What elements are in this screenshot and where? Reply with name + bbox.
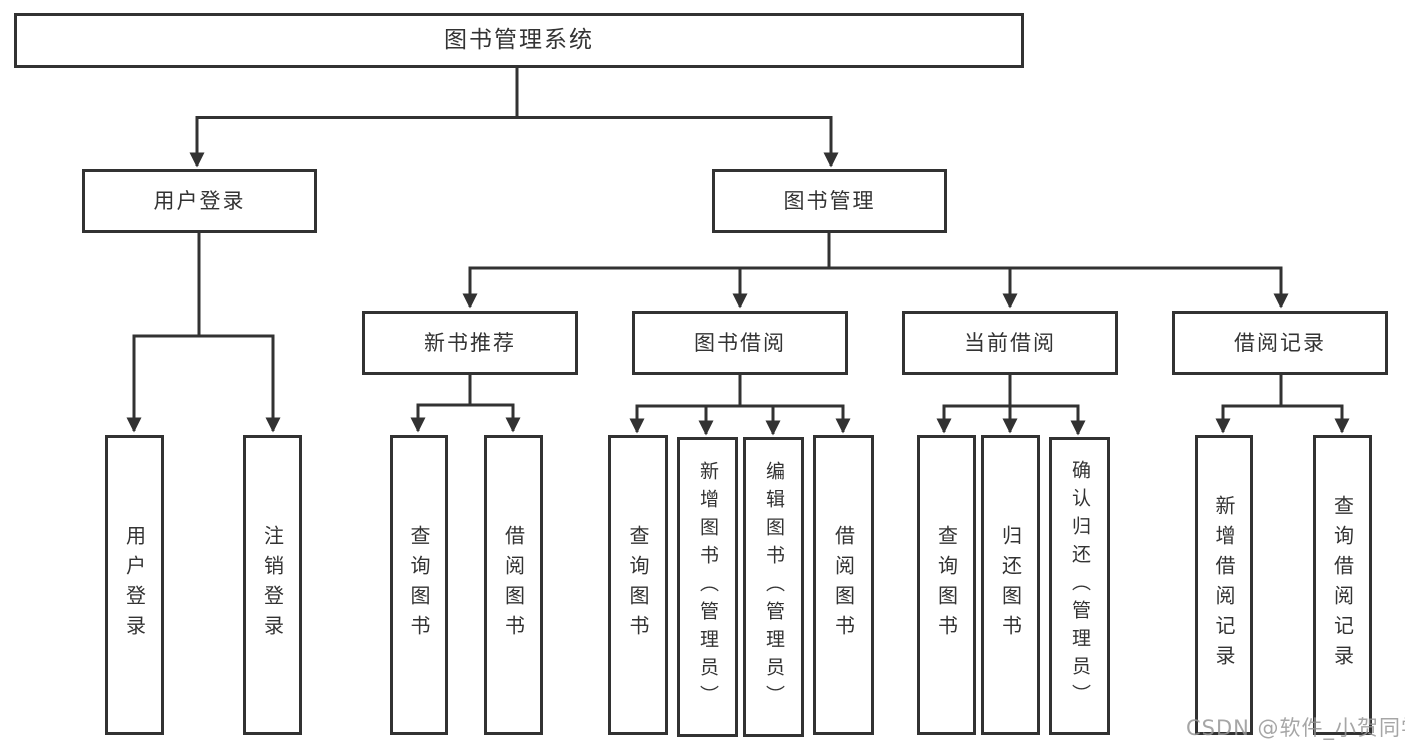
node-label: 借阅图书 bbox=[501, 525, 526, 645]
node-label: 借阅记录 bbox=[1234, 330, 1326, 355]
node-book-management: 图书管理 bbox=[712, 169, 947, 233]
node-label: 新增借阅记录 bbox=[1212, 495, 1236, 675]
leaf-borrow-books-1: 借阅图书 bbox=[484, 435, 543, 735]
node-label: 当前借阅 bbox=[964, 330, 1056, 355]
node-label: 查询图书 bbox=[934, 525, 959, 645]
node-new-book-recommend: 新书推荐 bbox=[362, 311, 578, 375]
leaf-query-books-2: 查询图书 bbox=[608, 435, 668, 735]
leaf-edit-books-admin: 编辑图书（管理员） bbox=[743, 437, 804, 737]
node-label: 查询图书 bbox=[407, 525, 431, 645]
node-borrowing-records: 借阅记录 bbox=[1172, 311, 1388, 375]
leaf-user-login: 用户登录 bbox=[105, 435, 164, 735]
node-label: 确认归还（管理员） bbox=[1069, 460, 1091, 712]
leaf-add-borrow-record: 新增借阅记录 bbox=[1195, 435, 1253, 735]
node-user-login: 用户登录 bbox=[82, 169, 317, 233]
node-label: 新书推荐 bbox=[424, 330, 516, 355]
node-label: 用户登录 bbox=[153, 188, 246, 213]
node-library-management-system: 图书管理系统 bbox=[14, 13, 1024, 68]
node-label: 图书管理 bbox=[783, 188, 876, 213]
node-label: 用户登录 bbox=[122, 525, 147, 645]
watermark: CSDN @软件_小贺同学 bbox=[1186, 716, 1405, 740]
leaf-logout: 注销登录 bbox=[243, 435, 302, 735]
leaf-confirm-return-admin: 确认归还（管理员） bbox=[1049, 437, 1110, 735]
node-label: 查询借阅记录 bbox=[1330, 495, 1355, 675]
leaf-borrow-books-2: 借阅图书 bbox=[813, 435, 874, 735]
node-label: 归还图书 bbox=[998, 525, 1023, 645]
node-label: 新增图书（管理员） bbox=[697, 461, 719, 713]
leaf-query-borrow-record: 查询借阅记录 bbox=[1313, 435, 1372, 735]
leaf-query-books-1: 查询图书 bbox=[390, 435, 448, 735]
leaf-query-books-3: 查询图书 bbox=[917, 435, 976, 735]
node-current-borrowing: 当前借阅 bbox=[902, 311, 1118, 375]
node-label: 编辑图书（管理员） bbox=[763, 461, 785, 713]
node-book-borrowing: 图书借阅 bbox=[632, 311, 848, 375]
leaf-return-books: 归还图书 bbox=[981, 435, 1040, 735]
node-label: 查询图书 bbox=[626, 525, 650, 645]
node-label: 图书借阅 bbox=[694, 330, 786, 355]
node-label: 注销登录 bbox=[260, 525, 285, 645]
node-label: 图书管理系统 bbox=[444, 27, 594, 53]
leaf-add-books-admin: 新增图书（管理员） bbox=[677, 437, 738, 737]
node-label: 借阅图书 bbox=[831, 525, 856, 645]
